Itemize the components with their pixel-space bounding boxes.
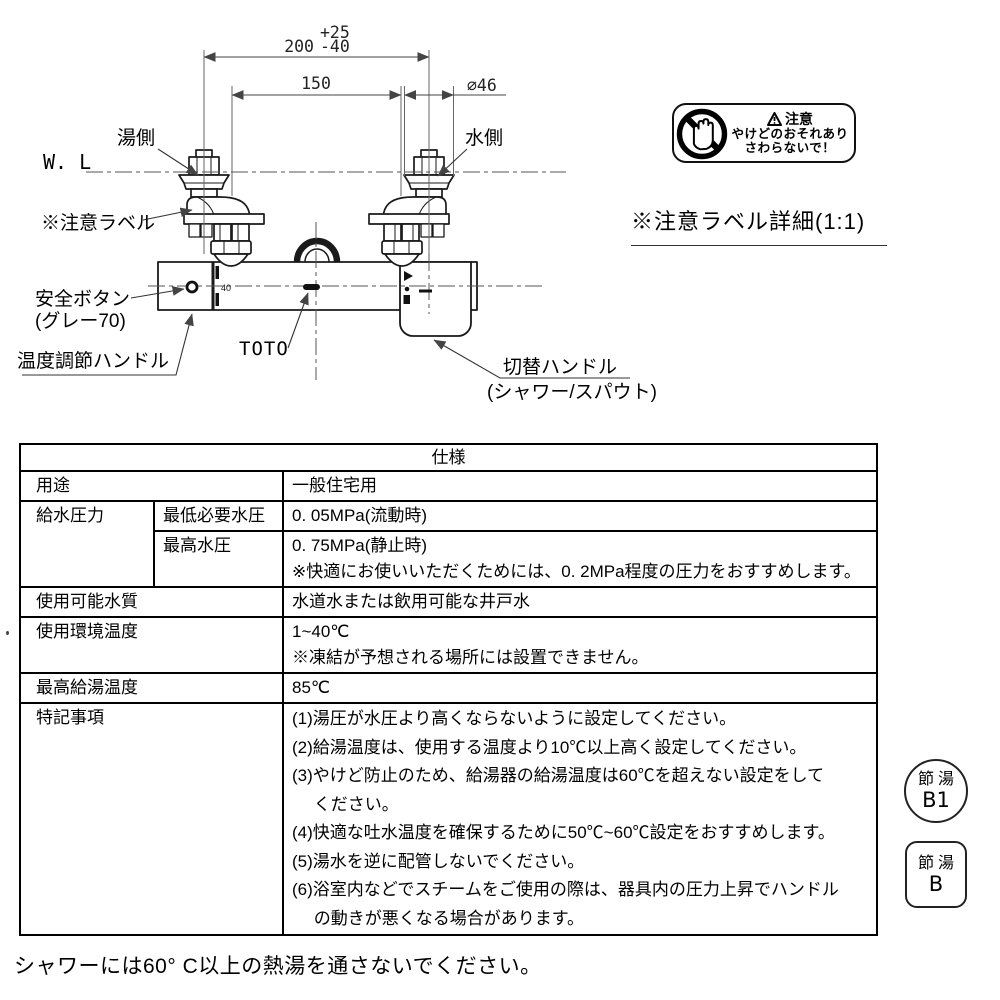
toto-logo-mark (303, 284, 320, 290)
dial-40-mark: 40 (221, 283, 231, 293)
stray-mark (6, 631, 9, 635)
caution-heading: 注意 (728, 111, 852, 127)
spec-table: 仕様 用途 一般住宅用 給水圧力 最低必要水圧 0. 05MPa(流動時) 最高… (18, 443, 879, 936)
hot-side-fitting (178, 149, 265, 267)
max-hot-water-value: 85℃ (281, 672, 879, 704)
pressure-label: 給水圧力 (19, 500, 155, 588)
water-line-label: W. L (43, 150, 91, 174)
divert-handle-label: 切替ハンドル (503, 356, 617, 378)
ambient-temp-label: 使用環境温度 (19, 616, 284, 674)
setsuyu-b-label: 節湯 (917, 854, 958, 872)
setsuyu-b1-grade: B1 (922, 788, 950, 812)
notes-label: 特記事項 (19, 702, 284, 936)
faucet-dimension-drawing: 200 +25 -40 150 ∅46 40 湯側 水側 W. L ※注意ラベル… (17, 23, 657, 403)
water-quality-label: 使用可能水質 (19, 586, 284, 618)
shower-mark-icon (404, 271, 413, 281)
caution-line-2: さわらないで！ (744, 141, 836, 155)
setsuyu-b1-label: 節湯 (917, 771, 958, 788)
max-pressure-label: 最高水圧 (153, 530, 284, 588)
spout-mark-icon (403, 295, 410, 304)
dim-diameter: ∅46 (467, 76, 497, 95)
drawing-labels: 湯側 水側 W. L ※注意ラベル 安全ボタン (グレー70) 温度調節ハンドル… (17, 127, 657, 403)
divert-handle-sublabel: (シャワー/スパウト) (487, 382, 657, 403)
hot-side-label: 湯側 (117, 127, 155, 149)
dim-tol-minus: -40 (320, 37, 350, 56)
footer-note: シャワーには60° C以上の熱湯を通さないでください。 (14, 955, 542, 978)
toto-brand-label: TOTO (239, 338, 289, 360)
dim-150: 150 (301, 74, 331, 93)
temp-handle-label: 温度調節ハンドル (17, 350, 169, 372)
no-touch-icon (676, 108, 728, 160)
caution-detail-caption: ※注意ラベル詳細(1:1) (631, 204, 887, 246)
cold-side-fitting (368, 149, 455, 267)
min-pressure-value: 0. 05MPa(流動時) (281, 500, 879, 532)
diverter-handle-shape (399, 261, 472, 337)
shower-outlet-knob (293, 237, 341, 263)
center-lines (86, 171, 566, 380)
max-pressure-value: 0. 75MPa(静止時) ※快適にお使いいただくためには、0. 2MPa程度の… (281, 530, 879, 588)
leader-lines (22, 148, 630, 379)
use-label: 用途 (19, 470, 284, 502)
setsuyu-b1-badge: 節湯 B1 (904, 759, 968, 823)
setsuyu-b-badge: 節湯 B (905, 841, 967, 908)
ambient-temp-value: 1~40℃ ※凍結が予想される場所には設置できません。 (281, 616, 879, 674)
table-title: 仕様 (18, 443, 879, 472)
caution-label-callout: ※注意ラベル (41, 212, 155, 234)
body-markings: 40 (185, 266, 432, 306)
max-hot-water-label: 最高給湯温度 (19, 672, 284, 704)
dim-tol-plus: +25 (320, 23, 350, 42)
caution-line-1: やけどのおそれあり (731, 126, 849, 141)
safety-button-sublabel: (グレー70) (35, 310, 126, 332)
safety-button-label: 安全ボタン (35, 288, 130, 310)
caution-sticker: 注意 やけどのおそれあり さわらないで！ (672, 103, 856, 163)
warning-triangle-icon (767, 111, 782, 126)
setsuyu-b-grade: B (928, 871, 944, 896)
use-value: 一般住宅用 (281, 470, 879, 502)
safety-button (185, 280, 199, 294)
min-pressure-label: 最低必要水圧 (153, 500, 284, 532)
dimension-lines (203, 52, 506, 100)
cold-side-label: 水側 (465, 127, 503, 149)
dim-200: 200 (284, 37, 314, 56)
dimension-texts: 200 +25 -40 150 ∅46 (284, 23, 497, 95)
water-quality-value: 水道水または飲用可能な井戸水 (281, 586, 879, 618)
notes-value: (1)湯圧が水圧より高くならないように設定してください。 (2)給湯温度は、使用… (281, 702, 879, 936)
